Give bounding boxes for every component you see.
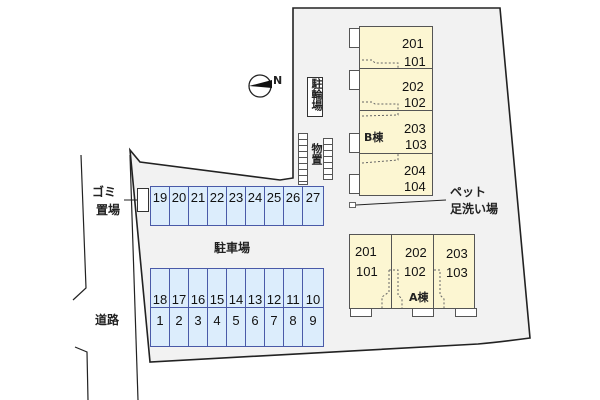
building-a-label: A棟 (409, 291, 429, 304)
building-b-label: B棟 (364, 131, 384, 144)
porch (349, 70, 360, 90)
parking-space-24: 24 (245, 186, 265, 226)
parking-space-27: 27 (302, 186, 324, 226)
garbage-label-line1: ゴミ (92, 185, 117, 199)
parking-space-5: 5 (226, 307, 246, 347)
unit-a-101: 101 (356, 264, 378, 279)
porch (349, 174, 360, 194)
north-compass-icon (248, 74, 272, 98)
unit-a-102: 102 (404, 264, 426, 279)
building-b-divider (359, 153, 433, 154)
porch (455, 308, 477, 317)
pet-wash-label-line2: 足洗い場 (450, 202, 499, 216)
pet-wash-marker (349, 202, 356, 208)
parking-space-21: 21 (188, 186, 208, 226)
unit-b-202: 202 (402, 79, 424, 94)
unit-b-102: 102 (404, 95, 426, 110)
bicycle-parking-text: 駐輪場 (309, 78, 323, 111)
road-label: 道路 (95, 313, 120, 327)
parking-space-19: 19 (150, 186, 170, 226)
parking-space-15: 15 (207, 268, 227, 308)
building-a-divider (433, 234, 434, 309)
parking-space-7: 7 (264, 307, 284, 347)
unit-a-201: 201 (355, 244, 377, 259)
porch (350, 308, 372, 317)
parking-space-2: 2 (169, 307, 189, 347)
parking-space-20: 20 (169, 186, 189, 226)
unit-b-101: 101 (404, 54, 426, 69)
parking-space-10: 10 (302, 268, 324, 308)
porch (412, 308, 434, 317)
parking-space-18: 18 (150, 268, 170, 308)
parking-space-17: 17 (169, 268, 189, 308)
porch (349, 133, 360, 153)
unit-b-103: 103 (405, 137, 427, 152)
bike-rack-left (298, 133, 308, 185)
parking-space-1: 1 (150, 307, 170, 347)
building-b-divider (359, 68, 433, 69)
parking-space-11: 11 (283, 268, 303, 308)
parking-label: 駐車場 (214, 241, 251, 255)
unit-a-103: 103 (446, 265, 468, 280)
unit-b-201: 201 (402, 36, 424, 51)
parking-space-14: 14 (226, 268, 246, 308)
unit-b-203: 203 (404, 121, 426, 136)
parking-space-23: 23 (226, 186, 246, 226)
garbage-label-line2: 置場 (96, 203, 121, 217)
unit-b-104: 104 (404, 179, 426, 194)
parking-space-3: 3 (188, 307, 208, 347)
parking-space-26: 26 (283, 186, 303, 226)
parking-space-13: 13 (245, 268, 265, 308)
parking-space-9: 9 (302, 307, 324, 347)
unit-b-204: 204 (404, 163, 426, 178)
pet-wash-label-line1: ペット (450, 185, 487, 199)
parking-space-8: 8 (283, 307, 303, 347)
unit-a-203: 203 (446, 246, 468, 261)
parking-space-22: 22 (207, 186, 227, 226)
unit-a-202: 202 (405, 245, 427, 260)
building-b-divider (359, 110, 433, 111)
building-a (349, 234, 475, 309)
parking-space-4: 4 (207, 307, 227, 347)
bike-rack-right (323, 138, 333, 180)
storage-text: 物置 (309, 143, 323, 165)
parking-space-6: 6 (245, 307, 265, 347)
parking-space-12: 12 (264, 268, 284, 308)
porch (349, 28, 360, 48)
garbage-area (137, 188, 149, 212)
storage-label: 物置 (308, 143, 323, 170)
parking-space-25: 25 (264, 186, 284, 226)
bicycle-parking-label: 駐輪場 (307, 77, 323, 117)
building-a-divider (391, 234, 392, 309)
north-label: N (273, 74, 283, 87)
parking-space-16: 16 (188, 268, 208, 308)
